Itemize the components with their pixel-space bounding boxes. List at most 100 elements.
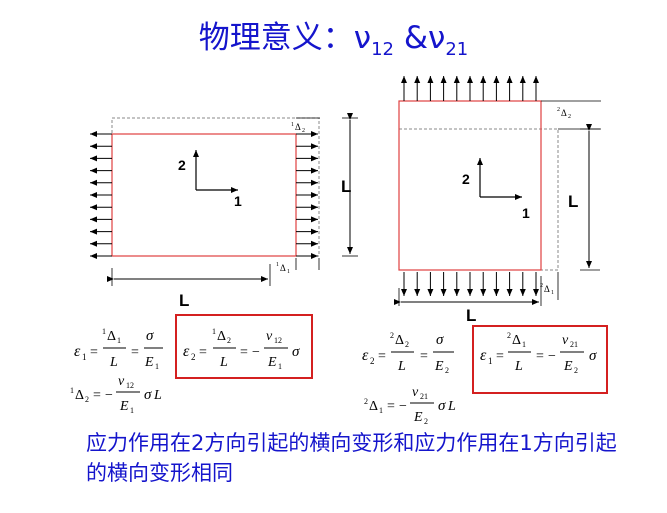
left-delta-top-sup: 1 xyxy=(291,122,294,128)
svg-text:ε: ε xyxy=(183,343,190,360)
right-delta-bottom-label: Δ xyxy=(544,284,550,294)
svg-text:σ: σ xyxy=(146,328,154,344)
svg-text:ν: ν xyxy=(562,333,569,348)
svg-text:−: − xyxy=(252,345,260,360)
right-original-square xyxy=(398,128,559,271)
left-diagram: 2 1 1 Δ 2 1 Δ 1 L L xyxy=(90,113,358,310)
svg-text:L: L xyxy=(397,359,406,374)
svg-text:=: = xyxy=(387,399,395,414)
eq-right-strain2: ε 2 = 2 Δ 2 L = σ E 2 xyxy=(362,331,454,375)
svg-text:2: 2 xyxy=(405,340,409,349)
svg-text:2: 2 xyxy=(370,356,375,366)
left-deformed-rect xyxy=(111,133,297,257)
svg-text:ν: ν xyxy=(118,374,125,389)
right-delta-top-sup: 2 xyxy=(557,107,560,113)
svg-text:σ: σ xyxy=(292,344,300,360)
left-delta-bottom-sup: 1 xyxy=(276,262,279,268)
slide-title: 物理意义：ν12 &ν21 xyxy=(198,20,469,61)
svg-text:Δ: Δ xyxy=(512,333,521,348)
left-axis-2-label: 2 xyxy=(178,157,186,173)
right-axis-1-label: 1 xyxy=(522,205,530,221)
svg-text:2: 2 xyxy=(445,366,449,375)
svg-text:21: 21 xyxy=(420,392,428,401)
svg-text:2: 2 xyxy=(191,352,196,362)
svg-text:L: L xyxy=(109,355,118,370)
eq-right-delta: 2 Δ 1 = − ν 21 E 2 σ L xyxy=(364,385,456,426)
svg-text:=: = xyxy=(536,349,544,364)
conclusion-text: 应力作用在2方向引起的横向变形和应力作用在1方向引起的横向变形相同 xyxy=(86,431,617,485)
left-original-square xyxy=(111,117,320,257)
left-delta-bottom-sub: 1 xyxy=(287,269,290,275)
left-dim-L-bottom: L xyxy=(179,291,189,310)
right-deformed-rect xyxy=(398,100,542,271)
svg-text:1: 1 xyxy=(212,327,216,336)
left-dim-L-side: L xyxy=(341,177,351,196)
right-diagram: 2 1 2 Δ 2 2 Δ 1 L L xyxy=(394,76,601,325)
svg-text:σ: σ xyxy=(436,332,444,348)
svg-text:E: E xyxy=(563,359,573,374)
svg-text:=: = xyxy=(199,345,207,360)
svg-text:E: E xyxy=(434,359,444,374)
right-load-arrows xyxy=(401,76,539,296)
eq-left-strain2: ε 2 = 1 Δ 2 L = − ν 12 E 1 σ xyxy=(183,327,300,371)
svg-text:=: = xyxy=(240,345,248,360)
svg-text:2: 2 xyxy=(85,395,89,404)
eq-left-highlight-box xyxy=(175,314,313,379)
svg-text:ε: ε xyxy=(480,347,487,364)
left-delta-bottom-label: Δ xyxy=(280,263,286,273)
right-axis-2-label: 2 xyxy=(462,171,470,187)
svg-text:ν: ν xyxy=(266,329,273,344)
left-axis-1-label: 1 xyxy=(234,193,242,209)
right-delta-top-sub: 2 xyxy=(568,114,571,120)
svg-text:=: = xyxy=(131,345,139,360)
right-dim-L-side: L xyxy=(568,192,578,211)
svg-text:ν: ν xyxy=(412,385,419,400)
svg-text:2: 2 xyxy=(227,336,231,345)
svg-text:Δ: Δ xyxy=(107,329,116,344)
svg-text:Δ: Δ xyxy=(217,329,226,344)
svg-text:Δ: Δ xyxy=(395,333,404,348)
svg-text:−: − xyxy=(548,349,556,364)
svg-text:E: E xyxy=(267,355,277,370)
svg-text:E: E xyxy=(144,355,154,370)
svg-text:2: 2 xyxy=(574,366,578,375)
eq-right-highlight-box xyxy=(472,325,608,394)
svg-text:=: = xyxy=(420,349,428,364)
svg-text:2: 2 xyxy=(390,331,394,340)
svg-text:=: = xyxy=(90,345,98,360)
svg-text:−: − xyxy=(105,388,113,403)
svg-text:2: 2 xyxy=(364,397,368,406)
svg-text:1: 1 xyxy=(379,406,383,415)
svg-text:12: 12 xyxy=(274,336,282,345)
left-delta-top-sub: 2 xyxy=(302,128,305,134)
svg-text:1: 1 xyxy=(82,352,87,362)
svg-text:E: E xyxy=(413,410,423,425)
svg-text:L: L xyxy=(219,355,228,370)
svg-text:L: L xyxy=(447,399,456,414)
eq-left-strain1: ε 1 = 1 Δ 1 L = σ E 1 xyxy=(74,327,163,371)
svg-text:21: 21 xyxy=(570,340,578,349)
svg-text:1: 1 xyxy=(117,336,121,345)
svg-text:σ: σ xyxy=(589,348,597,364)
svg-text:12: 12 xyxy=(126,381,134,390)
eq-right-strain1: ε 1 = 2 Δ 1 L = − ν 21 E 2 σ xyxy=(480,331,597,375)
left-load-arrows xyxy=(90,131,318,259)
svg-text:2: 2 xyxy=(507,331,511,340)
svg-text:σ: σ xyxy=(144,387,152,403)
svg-text:1: 1 xyxy=(130,406,134,415)
eq-left-delta: 1 Δ 2 = − ν 12 E 1 σ L xyxy=(70,374,162,415)
right-delta-bottom-sub: 1 xyxy=(551,290,554,296)
svg-text:1: 1 xyxy=(488,356,493,366)
equations: ε 1 = 1 Δ 1 L = σ E 1 ε 2 = 1 Δ xyxy=(70,314,608,426)
svg-text:1: 1 xyxy=(278,362,282,371)
svg-text:−: − xyxy=(399,399,407,414)
svg-text:Δ: Δ xyxy=(75,388,84,403)
svg-text:L: L xyxy=(153,388,162,403)
svg-text:1: 1 xyxy=(155,362,159,371)
svg-text:ε: ε xyxy=(74,343,81,360)
left-delta-top-label: Δ xyxy=(295,122,301,132)
svg-text:=: = xyxy=(378,349,386,364)
right-dim-L-bottom: L xyxy=(466,306,476,325)
